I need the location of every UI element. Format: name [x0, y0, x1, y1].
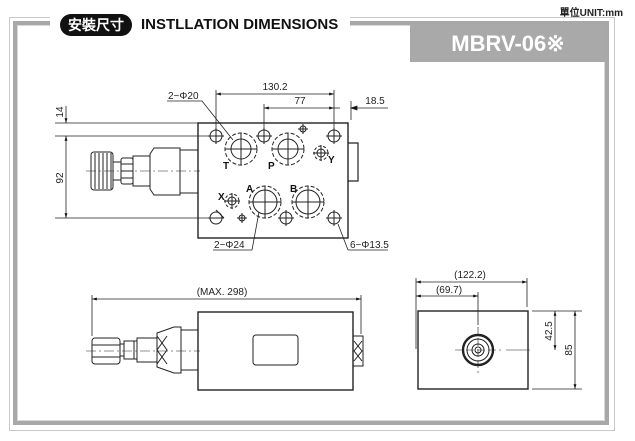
side-view	[86, 295, 364, 391]
dim-center-height: 42.5	[544, 321, 555, 341]
callout-bolt-holes: 6−Φ13.5	[350, 240, 389, 251]
top-adjuster	[86, 147, 200, 196]
end-dimension-lines	[415, 278, 582, 390]
dim-edge-offset: 18.5	[365, 96, 385, 107]
port-label-b: B	[290, 184, 297, 195]
section-title: INSTLLATION DIMENSIONS	[141, 16, 339, 33]
port-label-p: P	[268, 161, 275, 172]
dim-port-offset: 77	[294, 96, 306, 107]
model-banner	[410, 24, 606, 62]
dim-end-height: 85	[564, 344, 575, 356]
unit-label: 單位UNIT:mm	[559, 8, 623, 19]
port-label-a: A	[246, 184, 253, 195]
dim-top-offset: 14	[55, 106, 66, 118]
callout-ports-tp: 2−Φ20	[168, 91, 199, 102]
pin-marks	[237, 124, 308, 223]
side-nameplate	[252, 334, 299, 366]
port-label-t: T	[223, 161, 229, 172]
end-port	[455, 327, 530, 373]
port-B	[291, 185, 325, 219]
top-dimension-lines	[55, 90, 388, 251]
side-body-outline	[197, 311, 354, 391]
dim-height: 92	[55, 172, 66, 184]
side-right-fitting	[352, 335, 364, 367]
port-X	[224, 193, 240, 209]
model-name: MBRV-06※	[451, 31, 565, 56]
callout-ports-ab: 2−Φ24	[214, 240, 245, 251]
port-T	[224, 132, 258, 166]
top-right-stub	[348, 142, 359, 182]
top-view	[55, 90, 388, 251]
dim-overall-width: 130.2	[262, 82, 287, 93]
section-badge: 安裝尺寸	[60, 14, 132, 36]
port-A	[248, 185, 282, 219]
bolt-holes	[208, 128, 342, 226]
port-label-y: Y	[328, 155, 335, 166]
dim-max-length: (MAX. 298)	[197, 287, 248, 298]
dim-end-width: (122.2)	[454, 270, 486, 281]
side-adjuster	[86, 326, 200, 374]
side-dimension-lines	[91, 295, 362, 336]
port-P	[271, 132, 305, 166]
end-view	[415, 278, 582, 390]
port-Y	[313, 145, 329, 161]
dim-center-offset: (69.7)	[436, 285, 462, 296]
port-label-x: X	[218, 192, 225, 203]
